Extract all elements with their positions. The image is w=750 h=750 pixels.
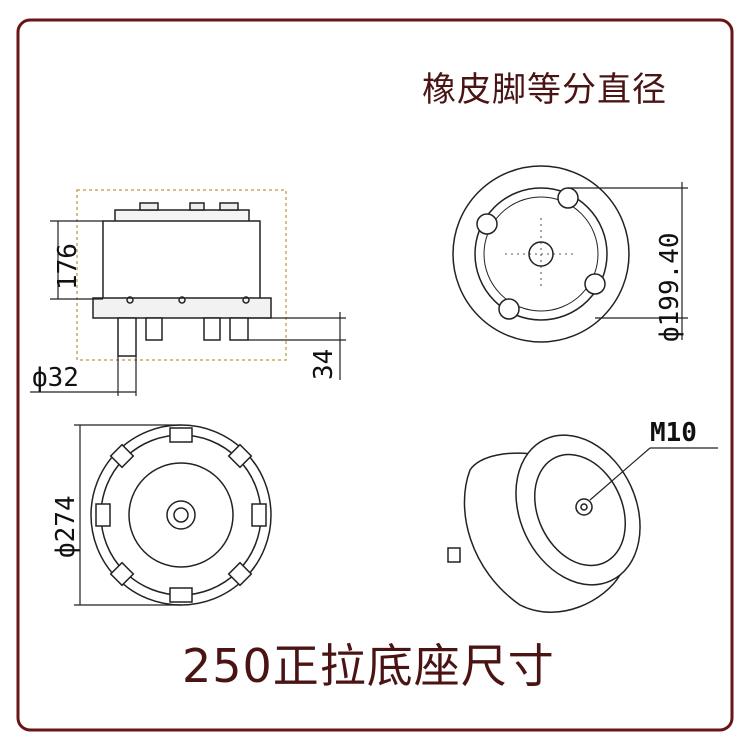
foot-hole-3	[584, 273, 606, 295]
foot-hole-4	[498, 298, 520, 320]
foot-hole-2	[476, 213, 498, 235]
foot-hole-1	[557, 187, 579, 209]
iso-top-face	[515, 434, 641, 586]
dim-foot-circle-label: ф199.40	[655, 232, 685, 342]
rubber-foot-left	[117, 317, 137, 357]
iso-bolt	[575, 498, 593, 516]
base-diameter-dimension	[74, 424, 181, 606]
base-size-title: 250正拉底座尺寸	[182, 639, 555, 693]
base-face-view	[90, 424, 272, 606]
base-outer-circle	[452, 165, 630, 343]
guide-box	[76, 189, 287, 361]
dim-height-label: 176	[53, 243, 83, 290]
dim-base-diameter-label: ф274	[51, 495, 81, 558]
dim-foot-diameter-label: ф32	[32, 363, 79, 393]
foot-diameter-title: 橡皮脚等分直径	[422, 70, 667, 110]
isometric-view	[447, 434, 641, 614]
side-dimensions	[30, 220, 346, 396]
bolt-leader	[589, 447, 718, 501]
motor-base-flange	[92, 297, 272, 319]
motor-body	[102, 220, 261, 300]
dim-bolt-label: M10	[650, 418, 697, 448]
dim-foot-height-label: 34	[309, 349, 339, 380]
side-view	[76, 189, 287, 361]
outer-frame	[16, 18, 734, 732]
foot-circle-dimension	[568, 182, 688, 340]
foot-layout-view	[452, 165, 630, 343]
motor-top-cap	[114, 209, 250, 223]
